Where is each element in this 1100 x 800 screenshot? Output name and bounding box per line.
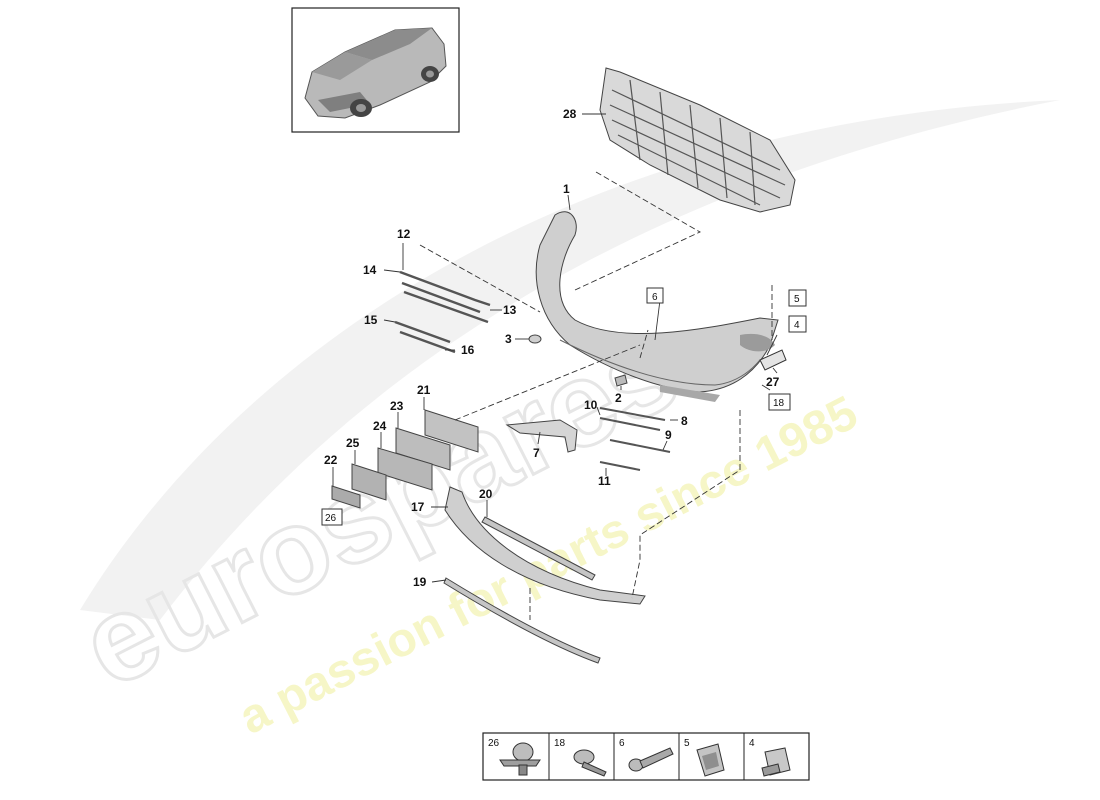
callout-21: 21: [417, 383, 431, 397]
legend-cell-5: 5: [684, 738, 725, 777]
callout-14: 14: [363, 263, 377, 277]
callout-2: 2: [615, 391, 622, 405]
part-21-plate: [424, 409, 479, 453]
part-27-trim-cover: [759, 349, 787, 371]
callout-13: 13: [503, 303, 517, 317]
legend-cell-4: 4: [749, 738, 791, 777]
part-28-grille: [599, 67, 796, 213]
fastener-legend: 26 18 6 5: [482, 732, 810, 781]
callout-10: 10: [584, 398, 598, 412]
callout-25: 25: [346, 436, 360, 450]
assembly-dash-lines: [419, 171, 773, 620]
clip-nut-icon: [761, 747, 791, 777]
svg-text:4: 4: [794, 320, 800, 331]
boxed-callout-6: 6: [646, 287, 664, 304]
svg-text:18: 18: [773, 398, 785, 409]
legend-cell-26: 26: [488, 738, 541, 776]
part-19-lower-strip: [443, 577, 601, 664]
callout-27: 27: [766, 375, 780, 389]
part-24-plate: [377, 447, 433, 491]
expanding-rivet-icon: [628, 747, 674, 772]
part-25-plate: [351, 463, 387, 501]
push-rivet-icon: [499, 742, 541, 776]
svg-text:18: 18: [554, 738, 566, 749]
part-7-bracket: [505, 419, 578, 453]
callout-19: 19: [413, 575, 427, 589]
spring-clip-icon: [696, 743, 725, 777]
boxed-callouts: 6 5 4 18 26: [321, 287, 807, 526]
callout-20: 20: [479, 487, 493, 501]
callout-labels: 28 1 12 14 13 15 16 3 2 21 23 24 25 22 1…: [324, 107, 780, 589]
callout-24: 24: [373, 419, 387, 433]
vehicle-thumbnail: [291, 7, 460, 133]
callout-3: 3: [505, 332, 512, 346]
part-8-11-rails: [599, 407, 671, 471]
svg-text:26: 26: [488, 738, 500, 749]
svg-text:6: 6: [619, 738, 625, 749]
part-20-lip-strip: [481, 516, 596, 581]
callout-1: 1: [563, 182, 570, 196]
part-21-25-plates: [331, 409, 479, 509]
suv-car-icon: [304, 27, 447, 119]
boxed-callout-4: 4: [788, 315, 807, 333]
part-2-clip: [614, 374, 628, 387]
boxed-callout-18: 18: [768, 393, 791, 411]
legend-cell-6: 6: [619, 738, 674, 772]
watermark-swoosh: [80, 100, 1060, 620]
callout-22: 22: [324, 453, 338, 467]
callout-17: 17: [411, 500, 425, 514]
screw-icon: [573, 749, 607, 777]
boxed-callout-26: 26: [321, 508, 343, 526]
leader-lines: [332, 113, 778, 583]
callout-28: 28: [563, 107, 577, 121]
callout-16: 16: [461, 343, 475, 357]
callout-7: 7: [533, 446, 540, 460]
part-12-14-strips: [399, 270, 491, 324]
callout-9: 9: [665, 428, 672, 442]
callout-15: 15: [364, 313, 378, 327]
callout-8: 8: [681, 414, 688, 428]
callout-23: 23: [390, 399, 404, 413]
boxed-callout-5: 5: [788, 289, 807, 307]
part-23-plate: [395, 427, 451, 471]
callout-12: 12: [397, 227, 411, 241]
legend-cell-18: 18: [554, 738, 607, 777]
svg-text:4: 4: [749, 738, 755, 749]
part-15-16-strips: [394, 320, 456, 354]
part-3-cap: [528, 334, 542, 344]
part-1-bumper-cover: [535, 211, 779, 402]
callout-11: 11: [598, 474, 611, 488]
svg-text:5: 5: [684, 738, 690, 749]
part-17-lower-spoiler: [444, 486, 646, 605]
svg-text:26: 26: [325, 513, 337, 524]
svg-text:6: 6: [652, 292, 658, 303]
part-22-plate: [331, 485, 361, 509]
svg-text:5: 5: [794, 294, 800, 305]
